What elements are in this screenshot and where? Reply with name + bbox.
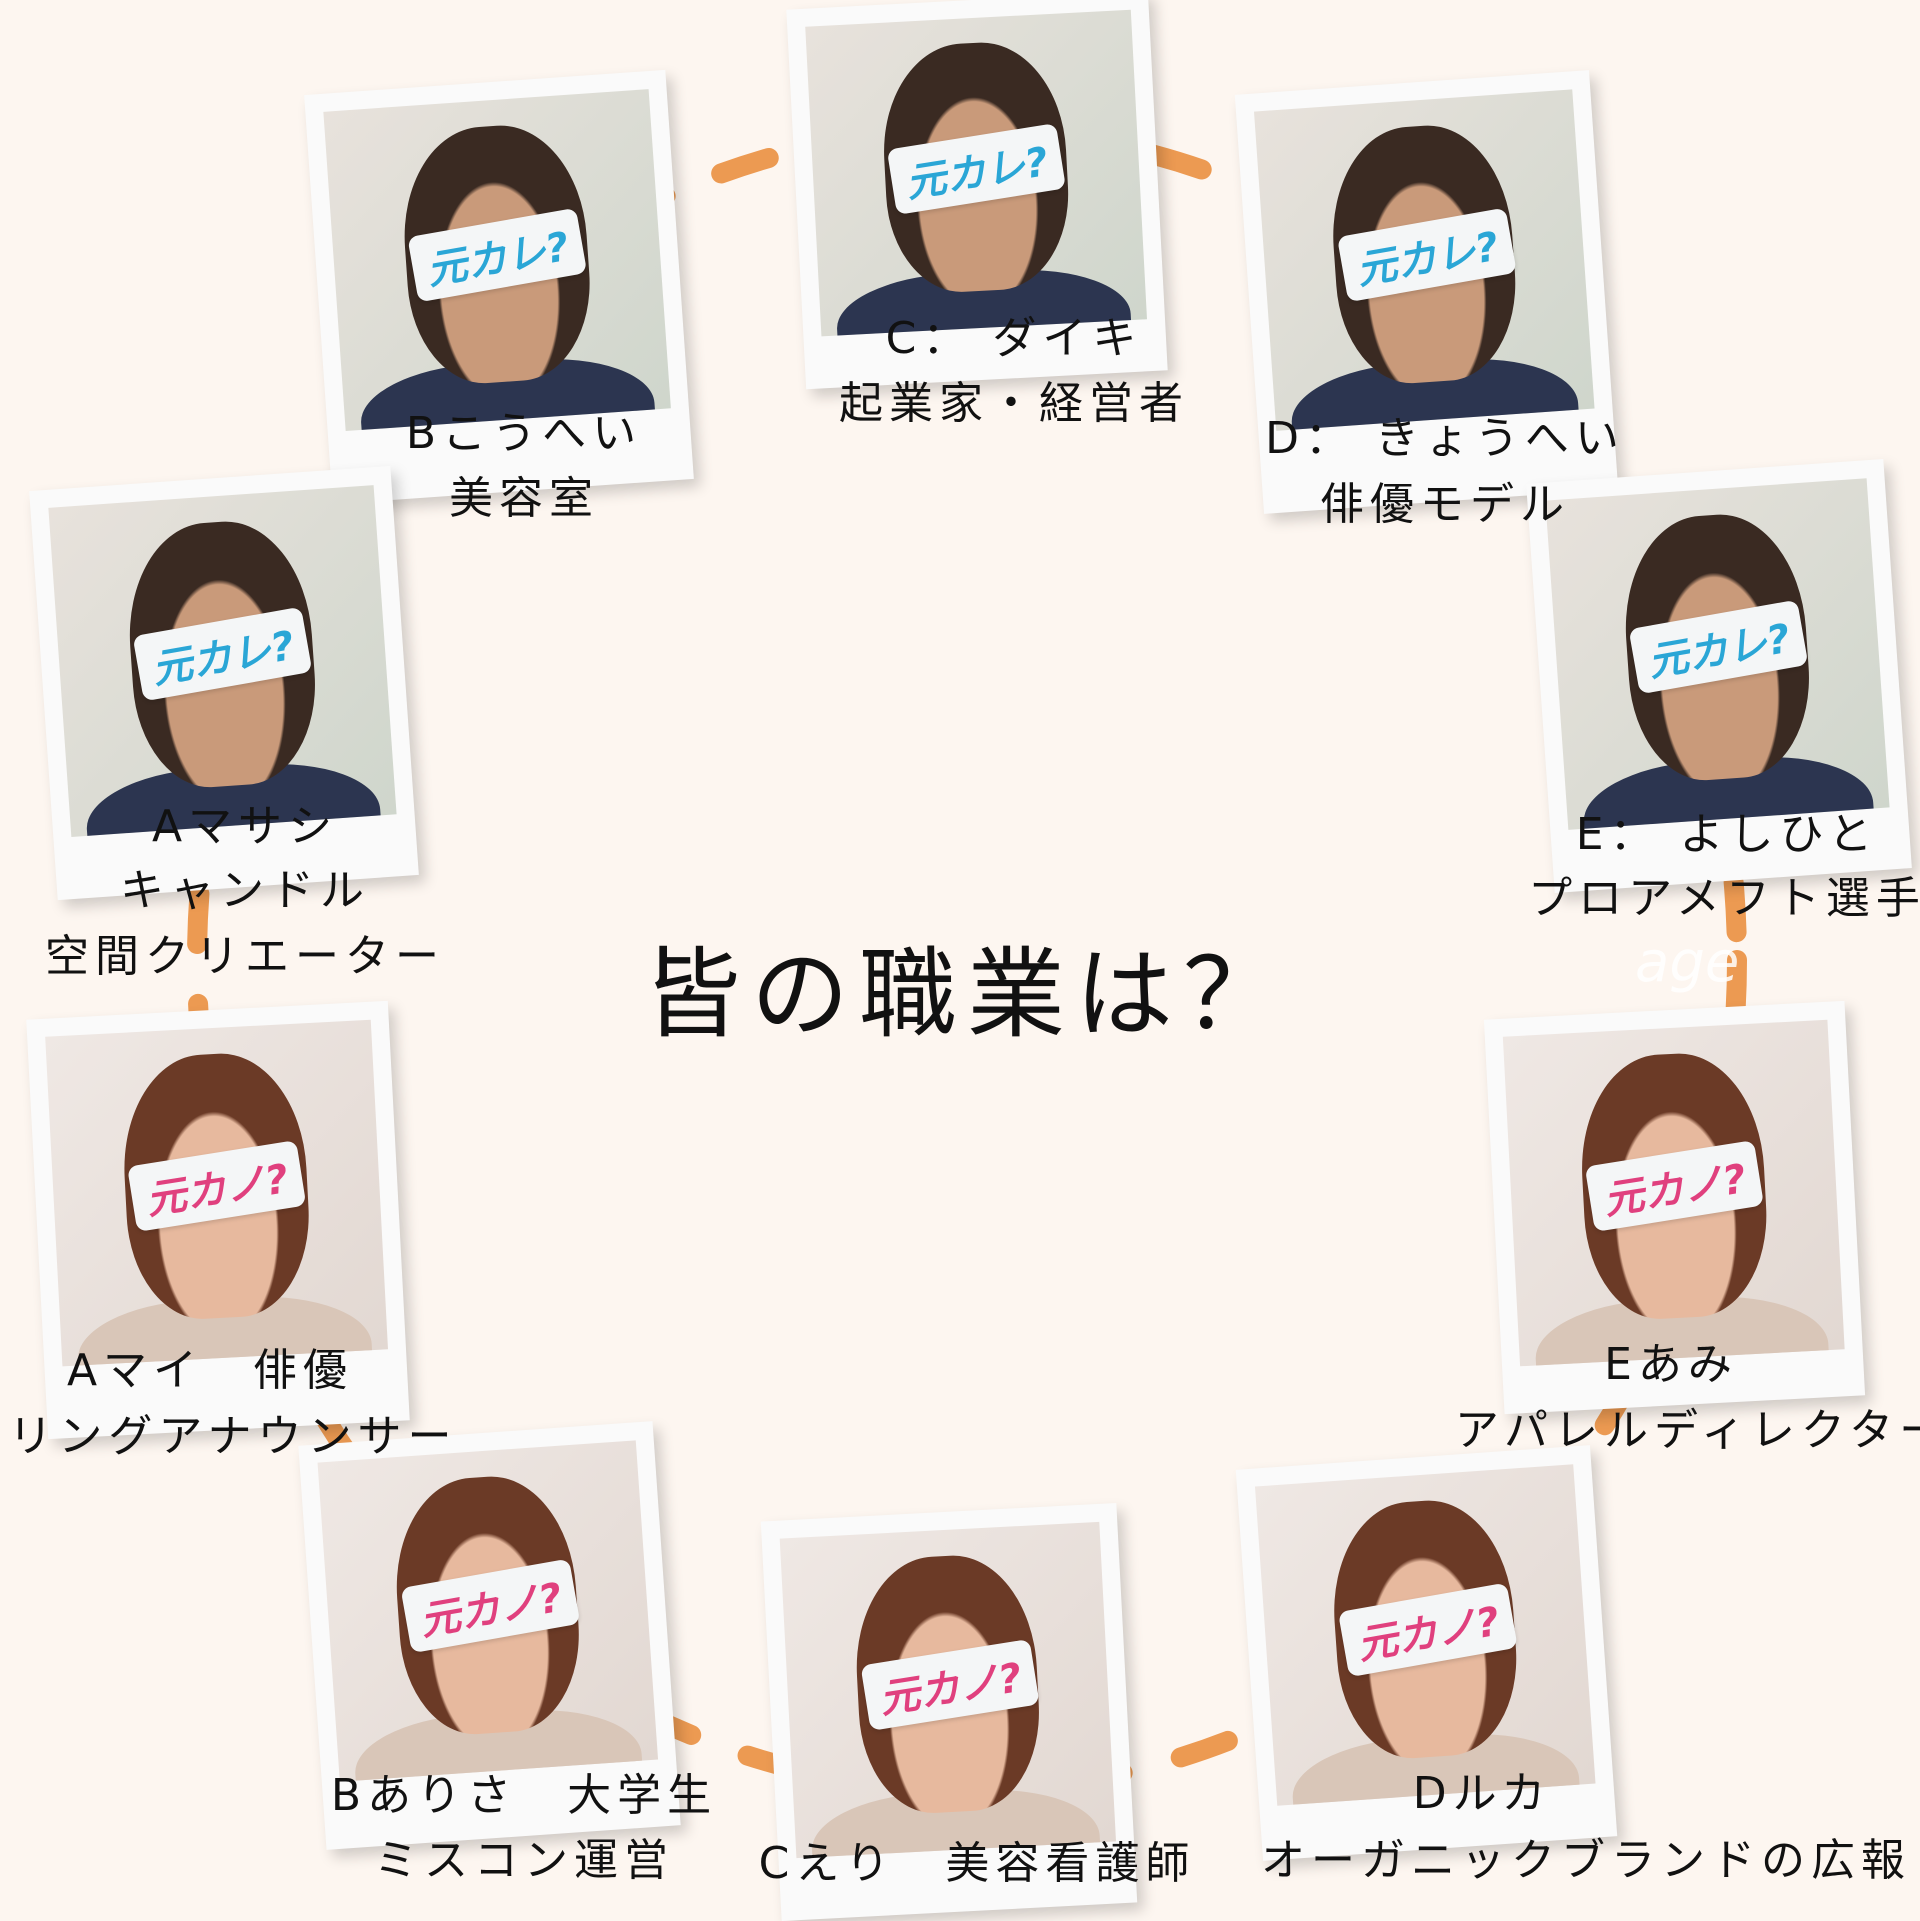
polaroid-e-ami: 元カノ?	[1483, 1000, 1866, 1415]
portrait-photo: 元カノ?	[1502, 1019, 1845, 1367]
portrait-photo: 元カノ?	[45, 1019, 388, 1367]
watermark: age	[1635, 930, 1740, 995]
polaroid-b-kouhei: 元カレ?	[304, 69, 694, 505]
portrait-photo: 元カノ?	[779, 1521, 1117, 1859]
polaroid-c-eri: 元カノ?	[760, 1502, 1138, 1921]
portrait-photo: 元カレ?	[1545, 478, 1890, 830]
polaroid-a-masashi: 元カレ?	[29, 465, 419, 901]
polaroid-a-mai: 元カノ?	[26, 1000, 410, 1440]
polaroid-c-daiki: 元カレ?	[786, 0, 1168, 390]
portrait-photo: 元カノ?	[1254, 1464, 1596, 1806]
portrait-photo: 元カレ?	[323, 89, 671, 432]
portrait-photo: 元カレ?	[1253, 89, 1595, 431]
polaroid-e-yoshihito: 元カレ?	[1526, 459, 1912, 893]
page-title: 皆の職業は？	[642, 938, 1292, 1052]
polaroid-b-arisa: 元カノ?	[298, 1421, 681, 1850]
polaroid-d-kyouhei: 元カレ?	[1234, 70, 1619, 514]
portrait-photo: 元カノ?	[317, 1440, 659, 1782]
polaroid-d-ruka: 元カノ?	[1235, 1445, 1618, 1861]
portrait-photo: 元カレ?	[48, 485, 397, 838]
portrait-photo: 元カレ?	[805, 9, 1147, 337]
